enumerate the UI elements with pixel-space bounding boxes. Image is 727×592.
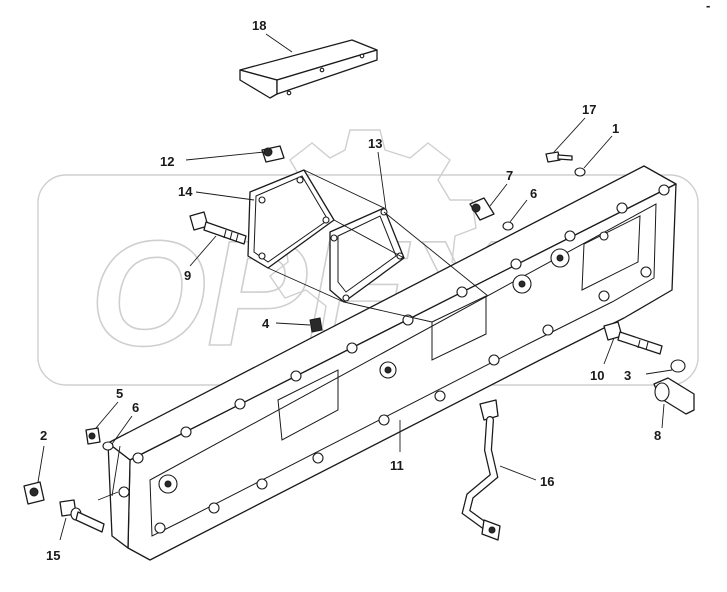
alignment-lines (97, 169, 489, 501)
part-8-clamp (653, 377, 695, 415)
part-4-plug (309, 317, 323, 333)
part-2-fitting (23, 481, 45, 505)
callout-17: 17 (582, 102, 596, 117)
callout-18: 18 (252, 18, 266, 33)
callout-5: 5 (116, 386, 123, 401)
callout-14: 14 (178, 184, 193, 199)
callout-13: 13 (368, 136, 382, 151)
part-7-fitting (469, 197, 495, 221)
callout-leaders (37, 33, 673, 541)
callout-12: 12 (160, 154, 174, 169)
part-6-o-ring (102, 221, 514, 451)
part-14-cover-plate (247, 169, 335, 269)
callout-10: 10 (590, 368, 604, 383)
part-16-pipe (461, 399, 501, 541)
callout-6-lower: 6 (132, 400, 139, 415)
corner-mark: - (706, 0, 710, 13)
callout-16: 16 (540, 474, 554, 489)
callout-2: 2 (40, 428, 47, 443)
callout-15: 15 (46, 548, 60, 563)
callout-labels: 18 17 1 13 12 7 6 14 9 4 10 3 8 5 6 2 11… (40, 0, 710, 563)
callout-4: 4 (262, 316, 270, 331)
callout-6-upper: 6 (530, 186, 537, 201)
part-9-bolt (189, 211, 247, 245)
bolt-holes (132, 184, 670, 534)
part-17-screw (545, 151, 573, 163)
part-1-washer (574, 167, 586, 177)
part-10-bolt (603, 321, 663, 355)
part-5-plug (85, 427, 101, 445)
part-15-bolt (59, 499, 105, 533)
callout-9: 9 (184, 268, 191, 283)
callout-7: 7 (506, 168, 513, 183)
callout-11: 11 (390, 458, 404, 473)
callout-3: 3 (624, 368, 631, 383)
callout-8: 8 (654, 428, 661, 443)
part-12-fitting (261, 145, 285, 163)
part-18-bracket (239, 39, 378, 99)
callout-1: 1 (612, 121, 619, 136)
part-13-gasket (329, 207, 405, 303)
part-3-washer (670, 359, 686, 373)
